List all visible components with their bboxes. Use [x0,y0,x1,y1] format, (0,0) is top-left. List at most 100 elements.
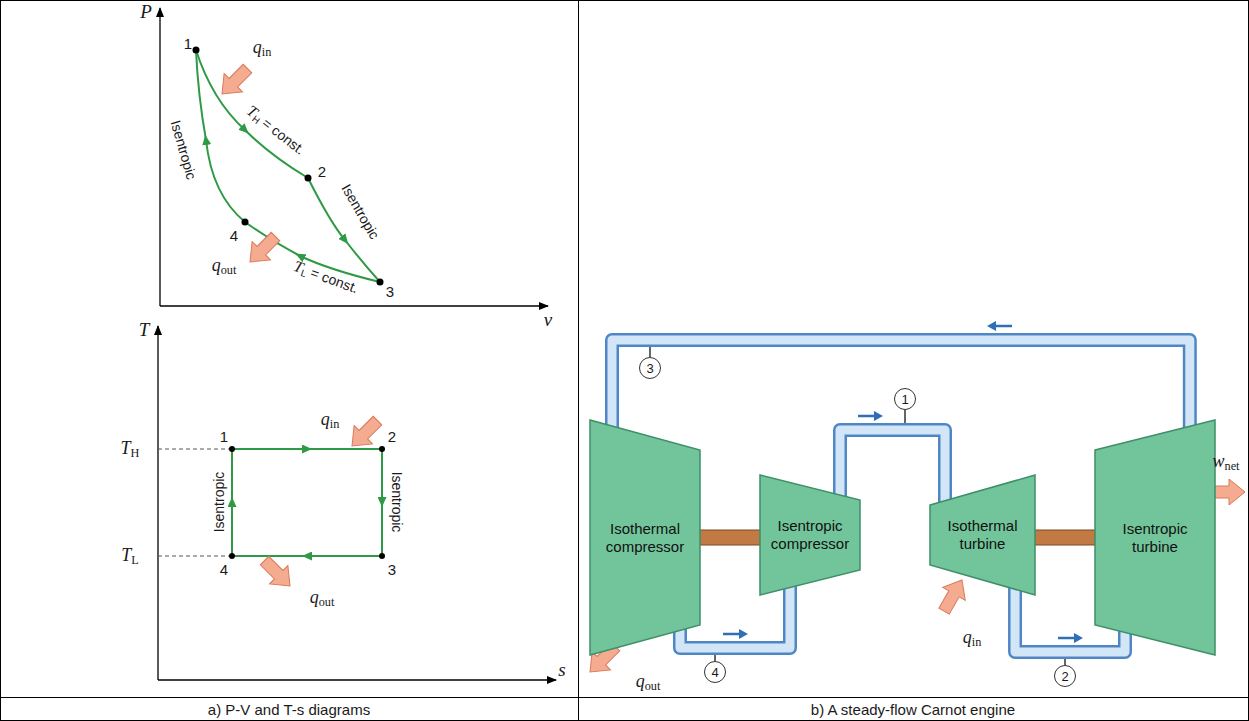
state-dots [242,219,249,226]
temperature-dash [158,556,232,557]
flow-arrow [739,629,748,639]
process-label: Isentropic [167,119,199,182]
machine-body [760,475,860,595]
state-number: 1 [184,36,192,53]
axis-label: T [139,320,150,341]
state-dots [377,279,384,286]
symbol-letter: q [963,627,972,647]
state-dots [229,446,235,452]
heat-label: qout [212,256,237,276]
trapezoid-machine: Isentropic compressor [760,475,860,595]
temperature-label: TH [121,439,140,459]
ts-cycle [232,448,382,450]
process-label: TL = const. [291,257,360,297]
tag-stick [904,410,906,423]
subscript: H [131,446,140,460]
pipe-wall [612,340,1190,429]
trapezoid-machine: Isentropic turbine [1095,420,1215,655]
state-circle: 1 [894,388,916,410]
state-number: 2 [388,429,396,446]
state-circle: 4 [704,661,726,683]
state-dots [379,446,385,452]
ts-axes [158,679,556,680]
subscript: net [1225,459,1240,473]
heat-arrow [213,59,257,103]
state-number: 3 [388,562,396,579]
symbol-letter: q [636,671,645,691]
machine-body [590,420,700,655]
ts-cycle [231,449,233,556]
symbol-letter: q [310,587,319,607]
state-number: 4 [711,666,718,679]
pv-axes [160,8,548,306]
heat-arrow [241,227,285,271]
subscript: out [319,595,335,609]
state-number: 2 [1061,670,1068,683]
subscript: in [262,45,272,59]
shaft [698,530,762,545]
machine-label: Isothermal compressor [598,520,692,556]
table-frame [578,0,579,721]
state-dots [193,47,384,286]
heat-arrow [933,574,974,618]
symbol-letter: T [121,545,131,565]
state-number: 3 [646,362,653,375]
machine-label: Isothermal turbine [938,517,1027,553]
state-circle: 3 [639,357,661,379]
state-number: 3 [386,284,394,301]
ts-axes [158,326,556,680]
trapezoid-machine: Isothermal turbine [930,475,1035,595]
shaft [698,530,1097,545]
caption: a) P-V and T-s diagrams [208,702,370,719]
pipe-bore [840,430,945,504]
ts-cycle [232,449,382,556]
work-label: wnet [1213,452,1240,472]
machine-body [930,475,1035,595]
subscript: out [645,679,661,693]
process-label: Isentropic [338,182,382,242]
symbol-letter: w [1213,451,1225,471]
subscript: L [131,553,138,567]
ts-cycle [232,555,382,557]
symbol-letter: q [212,255,221,275]
heat-label: qout [636,672,661,692]
heat-arrow [213,59,1245,681]
flow-arrow [858,415,876,418]
process-label: Isentropic [212,472,227,533]
state-dots [229,553,235,559]
ts-axes [157,326,158,680]
state-dots [229,446,385,559]
state-number: 2 [318,164,326,181]
machine-body [1095,420,1215,655]
heat-label: qin [321,410,340,430]
flow-arrow [1074,633,1083,643]
subscript: out [221,263,237,277]
state-number: 4 [220,562,228,579]
flow-arrow [723,633,741,636]
subscript: in [330,417,340,431]
pv-axes [159,8,160,306]
machine-label: Isentropic turbine [1103,520,1207,556]
pipe [612,321,1190,429]
temperature-dash [158,449,232,450]
pv-cycle [196,50,380,282]
trapezoid-machine: Isothermal compressor [590,420,700,655]
pv-axes [160,305,548,306]
temperature-label: TL [121,546,139,566]
heat-label: qin [963,628,982,648]
state-number: 4 [230,228,238,245]
symbol-letter: T [121,438,131,458]
flow-arrow [874,411,883,421]
flow-arrow [994,325,1012,328]
shaft [1033,530,1097,545]
machine-label: Isentropic compressor [768,517,852,553]
state-circle: 2 [1054,665,1076,687]
flow-arrow [1058,637,1076,640]
state-number: 1 [901,393,908,406]
subscript: in [972,635,982,649]
flow-arrow [987,321,996,331]
pipe-wall [840,430,945,504]
